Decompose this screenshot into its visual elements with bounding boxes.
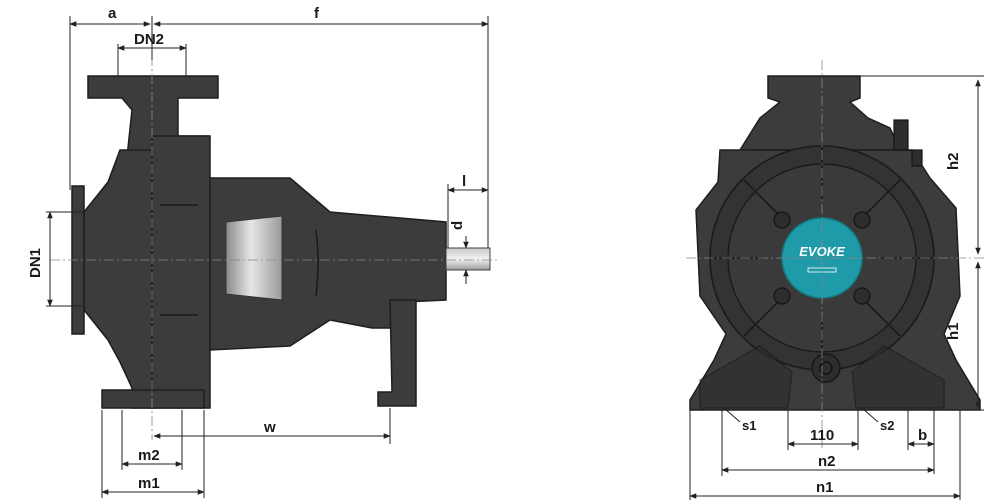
- dim-label-l: l: [462, 173, 466, 190]
- pump-casing-side: [50, 56, 500, 440]
- dim-label-dn1: DN1: [27, 248, 44, 278]
- dim-label-dn2: DN2: [134, 31, 164, 48]
- side-dimensions: [46, 16, 489, 498]
- dim-label-n2: n2: [818, 453, 836, 470]
- side-view: a f DN2 DN1 l d w m2 m1: [27, 5, 500, 498]
- dim-label-s2: s2: [880, 418, 894, 433]
- dim-label-h1: h1: [945, 322, 962, 340]
- dim-label-m2: m2: [138, 447, 160, 464]
- dim-label-h2: h2: [945, 152, 962, 170]
- dim-label-s1: s1: [742, 418, 756, 433]
- dim-label-w: w: [263, 419, 276, 436]
- front-view: EVOKE: [686, 60, 984, 500]
- dim-label-a: a: [108, 5, 117, 22]
- dim-label-f: f: [314, 5, 320, 22]
- dim-label-110: 110: [810, 427, 834, 444]
- front-dimensions: [689, 75, 984, 500]
- dim-label-n1: n1: [816, 479, 834, 496]
- dim-label-m1: m1: [138, 475, 160, 492]
- pump-casing-front: EVOKE: [686, 60, 984, 450]
- logo-text: EVOKE: [799, 244, 845, 259]
- dim-label-b: b: [918, 427, 927, 444]
- dim-label-d: d: [449, 221, 466, 230]
